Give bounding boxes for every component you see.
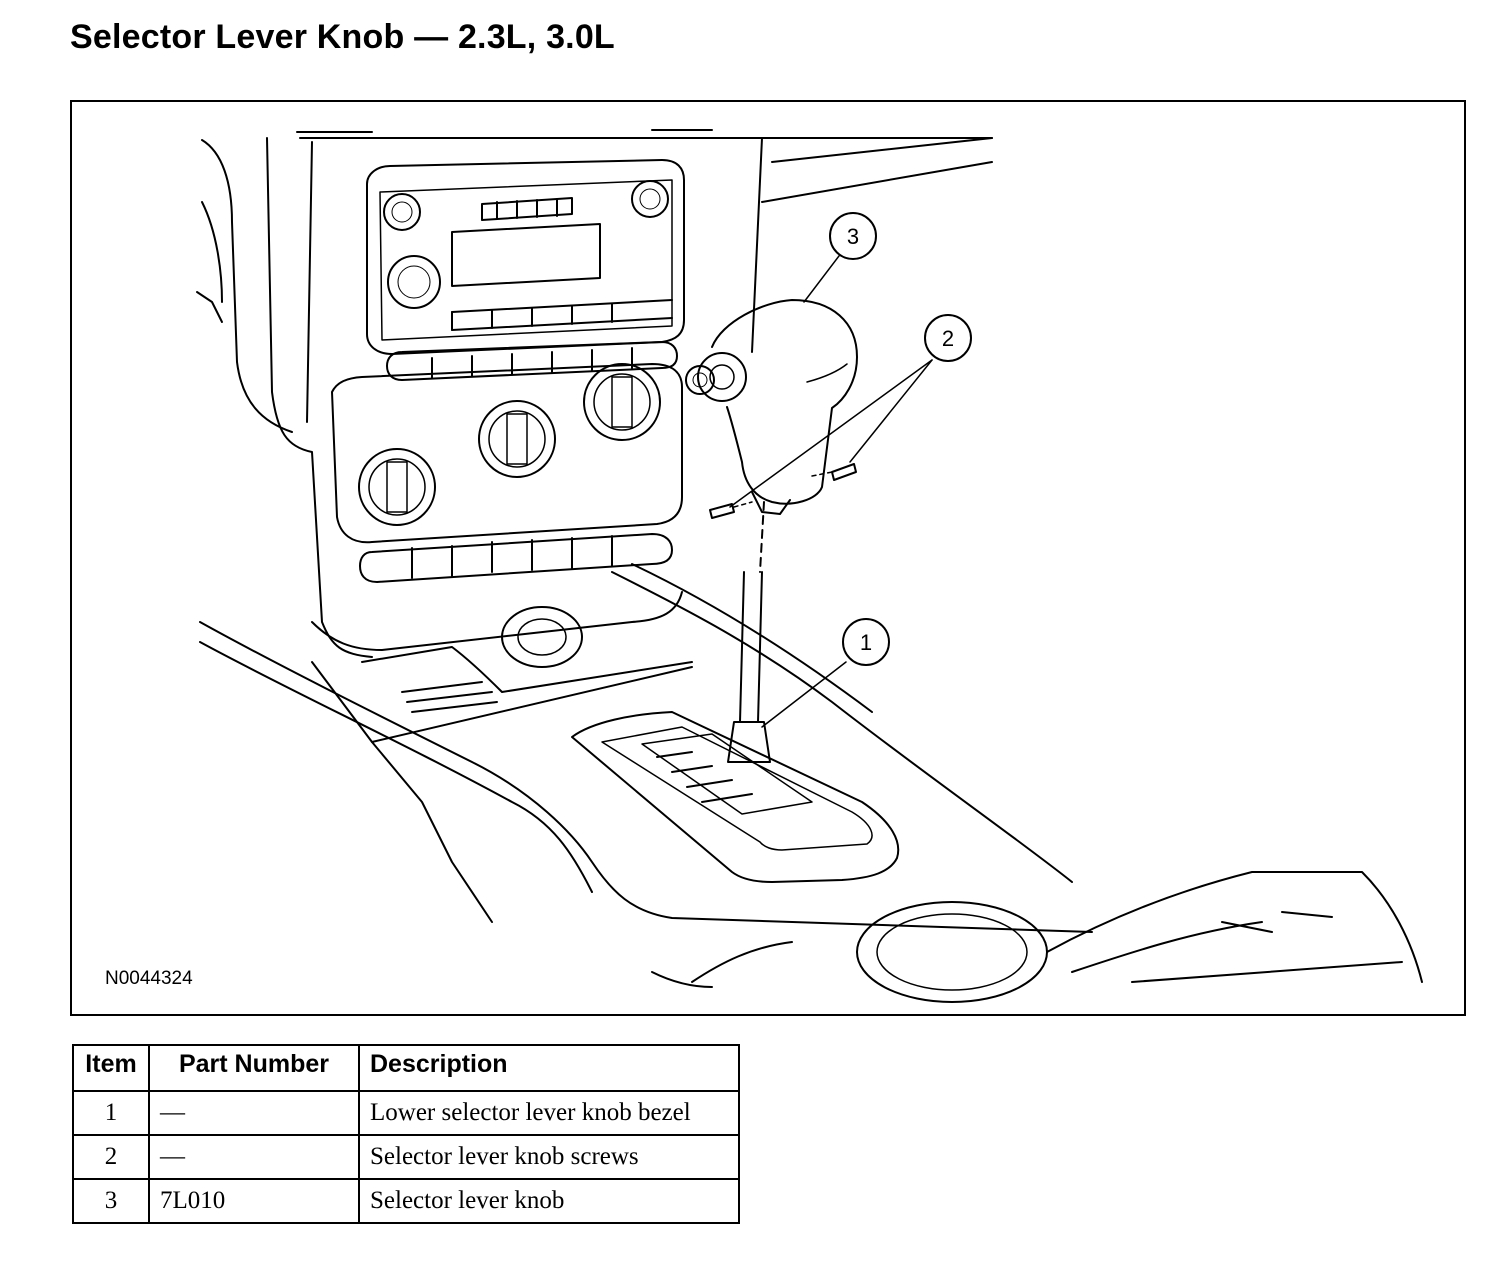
leader-lines [729,251,933,728]
row-description: Selector lever knob [358,1178,740,1224]
radio-unit [366,159,685,381]
climate-controls [331,363,715,583]
shift-lever-shaft [727,501,771,763]
table-row: 3 7L010 Selector lever knob [72,1178,740,1224]
callout-1-label: 1 [860,630,872,655]
table-header-row: Item Part Number Description [72,1044,740,1092]
row-part-number: — [148,1134,360,1180]
knob-screws [709,463,857,519]
figure-id: N0044324 [105,968,193,989]
row-description: Selector lever knob screws [358,1134,740,1180]
row-part-number: 7L010 [148,1178,360,1224]
row-part-number: — [148,1090,360,1136]
header-description: Description [358,1044,740,1092]
row-item: 1 [72,1090,150,1136]
parts-table: Item Part Number Description 1 — Lower s… [72,1044,740,1224]
selector-lever-knob [697,299,858,515]
row-description: Lower selector lever knob bezel [358,1090,740,1136]
lower-panel [311,591,693,743]
header-part-number: Part Number [148,1044,360,1092]
table-row: 1 — Lower selector lever knob bezel [72,1090,740,1136]
callout-3-label: 3 [847,224,859,249]
page-title: Selector Lever Knob — 2.3L, 3.0L [70,18,615,56]
dashboard-outline [196,129,993,658]
center-console [199,563,1093,988]
callout-2-label: 2 [942,326,954,351]
callout-2: 2 [924,314,972,362]
callout-1: 1 [842,618,890,666]
row-item: 2 [72,1134,150,1180]
callout-3: 3 [829,212,877,260]
diagram-frame: 3 2 1 N0044324 [70,100,1466,1016]
table-row: 2 — Selector lever knob screws [72,1134,740,1180]
cup-holder [856,871,1423,1003]
header-item: Item [72,1044,150,1092]
row-item: 3 [72,1178,150,1224]
console-illustration: 3 2 1 [196,129,1423,1003]
shift-bezel [571,711,900,883]
